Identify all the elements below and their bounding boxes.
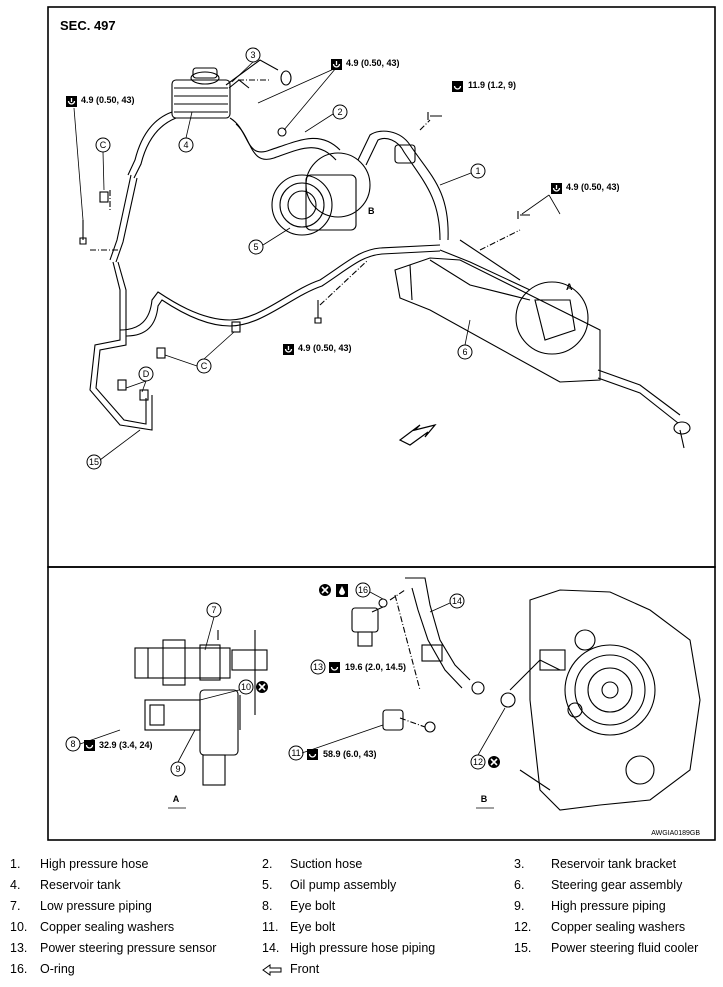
torque-label-1: 4.9 (0.50, 43) <box>81 95 135 105</box>
callout-1: 1 <box>475 166 480 176</box>
callout-10: 10 <box>241 682 251 692</box>
torque-label-13: 19.6 (2.0, 14.5) <box>345 662 406 672</box>
upper-frame <box>47 6 716 568</box>
torque-icon <box>83 739 96 752</box>
view-b-illustration <box>351 577 701 811</box>
torque-label-3: 11.9 (1.2, 9) <box>468 80 516 90</box>
callout-6: 6 <box>462 347 467 357</box>
callout-15: 15 <box>89 457 99 467</box>
view-a-illustration <box>134 630 268 786</box>
parts-legend: 1.High pressure hose 4.Reservoir tank 7.… <box>10 857 699 976</box>
front-arrow-icon <box>262 964 282 976</box>
fluid-drop-icon <box>339 586 345 595</box>
callout-leaders-upper <box>73 61 561 461</box>
no-reuse-icon <box>318 583 332 597</box>
torque-icon <box>306 748 319 761</box>
no-reuse-icon <box>255 680 269 694</box>
torque-label-5: 4.9 (0.50, 43) <box>298 343 352 353</box>
leaders-view-b <box>301 591 506 756</box>
torque-icon <box>65 95 78 108</box>
callout-14: 14 <box>452 596 462 606</box>
torque-icon <box>550 182 563 195</box>
torque-icon <box>330 58 343 71</box>
callouts-view-a <box>65 602 254 777</box>
view-a-label: A <box>173 794 180 804</box>
front-direction-arrow <box>398 423 437 446</box>
callout-4: 4 <box>183 140 188 150</box>
torque-label-8: 32.9 (3.4, 24) <box>99 740 153 750</box>
figure-code: AWGIA0189GB <box>651 830 700 837</box>
callout-letter-c-top: C <box>100 140 107 150</box>
callout-3: 3 <box>250 50 255 60</box>
torque-icon <box>282 343 295 356</box>
zoom-label-a: A <box>566 282 573 292</box>
callout-5: 5 <box>253 242 258 252</box>
zoom-label-b: B <box>368 206 375 216</box>
torque-icon <box>328 661 341 674</box>
callout-8: 8 <box>70 739 75 749</box>
callouts-upper <box>86 47 486 470</box>
section-label: SEC. 497 <box>60 18 116 33</box>
callout-12: 12 <box>473 757 483 767</box>
torque-icon <box>451 80 464 93</box>
callout-11: 11 <box>291 748 300 758</box>
callout-2: 2 <box>337 107 342 117</box>
callout-letter-d: D <box>143 369 150 379</box>
no-reuse-icon <box>487 755 501 769</box>
callout-letter-c-bottom: C <box>201 361 208 371</box>
callout-16: 16 <box>358 585 368 595</box>
callout-13: 13 <box>313 662 323 672</box>
torque-label-2: 4.9 (0.50, 43) <box>346 58 400 68</box>
torque-label-4: 4.9 (0.50, 43) <box>566 182 620 192</box>
torque-label-11: 58.9 (6.0, 43) <box>323 749 377 759</box>
callout-7: 7 <box>211 605 216 615</box>
upper-illustration <box>79 59 691 449</box>
lower-frame <box>47 566 716 841</box>
callout-9: 9 <box>175 764 180 774</box>
view-b-label: B <box>481 794 488 804</box>
callouts-view-b <box>288 582 486 770</box>
